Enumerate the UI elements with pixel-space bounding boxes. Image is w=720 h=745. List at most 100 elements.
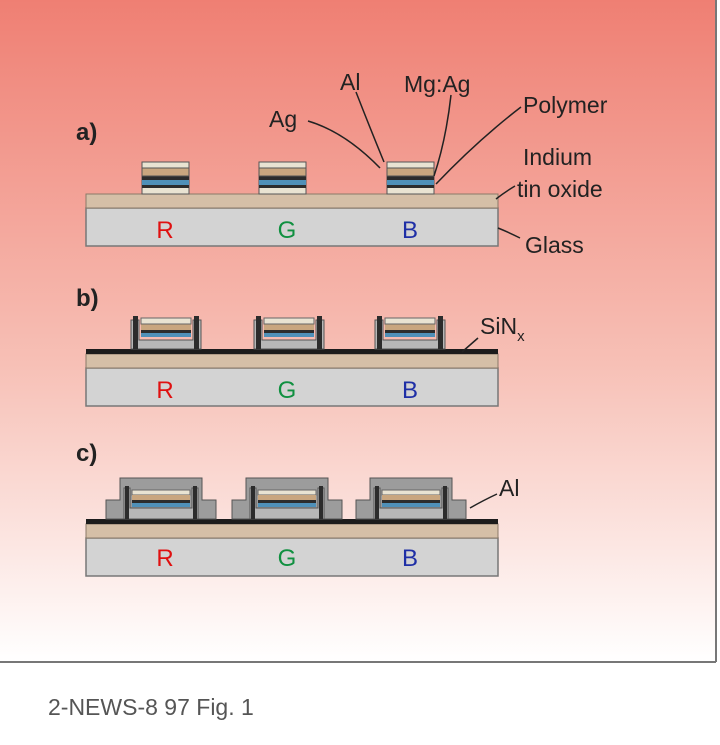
stack-layer-dark2 [387,185,434,188]
label-sinx-main: SiN [480,313,517,339]
panel-a-pixel-g [258,161,307,195]
stack-layer-mgag [387,180,434,185]
panel-a-letter-g: G [278,217,297,244]
panel-b-pixel-r [130,316,202,350]
inner-layer-dark [264,330,314,333]
leader-polymer [435,106,522,185]
inner-layer-tan [132,495,190,500]
post-right [194,316,199,349]
stack-layer-cap [258,161,307,169]
stack-layer-cap [386,161,435,169]
post-right [317,316,322,349]
stack-layer-mgag [259,180,306,185]
panel-b-pixel-b [374,316,446,350]
panel-b-label: b) [76,285,99,312]
inner-layer-tan [258,495,316,500]
panel-a-label: a) [76,119,97,146]
stack-layer-ag [142,176,189,180]
label-polymer: Polymer [523,92,608,118]
leader-sinx [461,337,479,353]
inner-layer-tan [385,324,435,330]
panel-b-sinx-film [86,349,498,354]
post-left [377,316,382,349]
post-left [256,316,261,349]
leader-al-c [469,493,498,509]
post-left [125,486,129,519]
inner-layer-dark [258,500,316,503]
leader-glass [497,227,521,239]
panel-c-glass [85,537,499,577]
figure-caption: 2-NEWS-8 97 Fig. 1 [48,694,254,720]
stack-layer-dark2 [259,185,306,188]
panel-a-letter-b: B [402,217,418,244]
inner-layer-dark [132,500,190,503]
panel-c-ito [85,523,499,539]
label-al-c: Al [499,475,519,501]
inner-layer-light [384,317,436,325]
stack-layer-mgag [142,180,189,185]
panel-b: b) R G B SiNx [76,285,525,407]
inner-layer-blue [141,333,191,337]
inner-layer-light [140,317,192,325]
inner-layer-light [263,317,315,325]
panel-a-glass [85,207,499,247]
leader-ito [495,185,516,200]
leader-ag [307,120,381,169]
stack-layer-cap [141,161,190,169]
panel-a-letter-r: R [156,217,173,244]
inner-layer-dark [382,500,440,503]
panel-c-pixel-b [355,477,467,520]
panel-a-pixel-b [386,161,435,195]
panel-b-glass [85,367,499,407]
inner-layer-dark [141,330,191,333]
inner-layer-blue [132,503,190,507]
panel-a-ito [85,193,499,209]
label-ito-line2: tin oxide [517,176,603,202]
panel-c-pixel-r [105,477,217,520]
label-ag: Ag [269,106,297,132]
post-right [438,316,443,349]
panel-b-pixel-g [253,316,325,350]
inner-layer-dark [385,330,435,333]
inner-layer-blue [382,503,440,507]
post-left [133,316,138,349]
post-right [443,486,447,519]
inner-layer-tan [264,324,314,330]
panel-c: c) R G B Al [76,440,519,577]
post-left [375,486,379,519]
panel-c-sinx-film [86,519,498,524]
stack-layer-ag [387,176,434,180]
panel-b-letter-b: B [402,377,418,404]
inner-layer-tan [141,324,191,330]
inner-layer-tan [382,495,440,500]
panel-c-letter-b: B [402,545,418,572]
inner-layer-light [381,489,441,496]
inner-layer-light [131,489,191,496]
inner-layer-blue [385,333,435,337]
inner-layer-light [257,489,317,496]
label-al-a: Al [340,69,360,95]
panel-c-letter-g: G [278,545,297,572]
panel-a: a) R G B Ag Al Mg:Ag Polymer Indium [76,69,608,258]
label-sinx-sub: x [517,328,525,345]
label-mgag: Mg:Ag [404,71,470,97]
leader-mgag [433,94,452,177]
panel-b-letter-g: G [278,377,297,404]
panel-b-ito [85,353,499,369]
label-sinx: SiNx [480,313,525,345]
post-right [319,486,323,519]
inner-layer-blue [258,503,316,507]
panel-c-letter-r: R [156,545,173,572]
post-right [193,486,197,519]
stack-layer-ag [259,176,306,180]
post-left [251,486,255,519]
panel-a-pixel-r [141,161,190,195]
stack-layer-dark2 [142,185,189,188]
panel-c-pixel-g [231,477,343,520]
leader-al [355,91,385,163]
panel-b-letter-r: R [156,377,173,404]
label-ito-line1: Indium [523,144,592,170]
panel-c-label: c) [76,440,97,467]
